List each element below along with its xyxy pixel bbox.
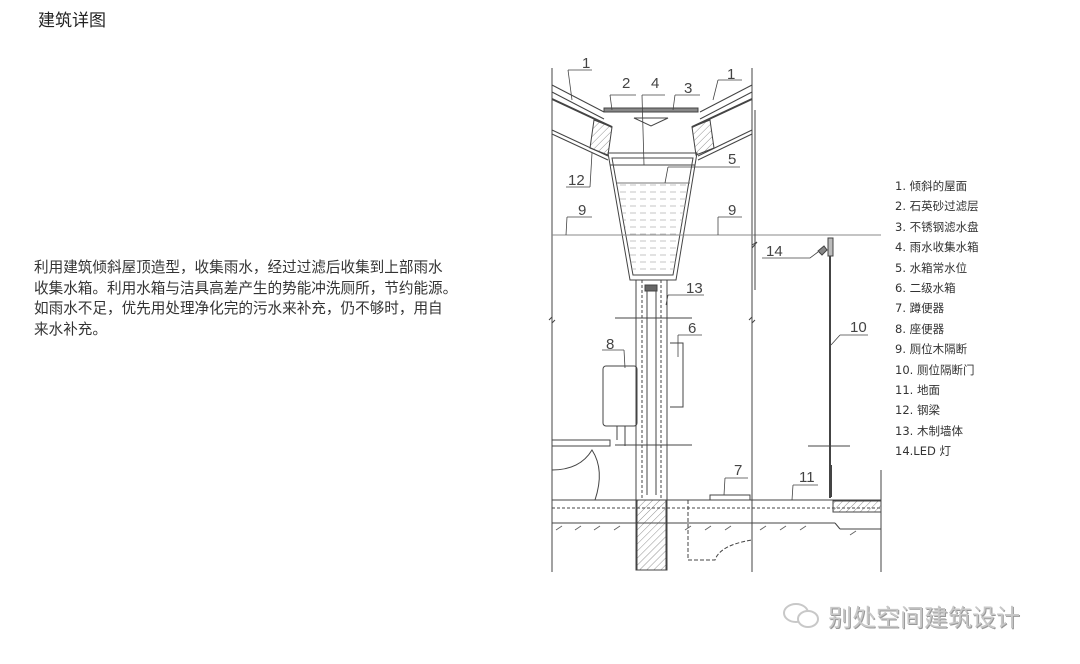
callout-4: 4 — [651, 75, 659, 92]
description-line: 收集水箱。利用水箱与洁具高差产生的势能冲洗厕所，节约能源。 — [34, 279, 458, 297]
description-line: 来水补充。 — [34, 320, 107, 338]
filter-plate — [603, 107, 699, 113]
legend-item: 10. 厕位隔断门 — [895, 362, 975, 377]
callout-6: 6 — [688, 320, 696, 337]
callout-12: 12 — [568, 172, 585, 189]
description-line: 如雨水不足，优先用处理净化完的污水来补充，仍不够时，用自 — [34, 300, 443, 317]
floor — [552, 465, 882, 561]
callout-5: 5 — [728, 151, 736, 168]
callout-1-right: 1 — [727, 66, 735, 83]
legend-item: 6. 二级水箱 — [895, 280, 956, 295]
wechat-icon — [783, 602, 819, 628]
toilet-bowl — [551, 439, 611, 501]
secondary-tank — [670, 342, 684, 408]
watermark-text: 别处空间建筑设计 — [828, 604, 1020, 632]
callout-7: 7 — [734, 462, 742, 479]
legend-item: 11. 地面 — [895, 382, 940, 397]
callout-11: 11 — [799, 469, 815, 486]
roof-left — [551, 84, 613, 161]
callout-2: 2 — [622, 75, 630, 92]
legend-item: 13. 木制墙体 — [895, 423, 963, 438]
legend-item: 1. 倾斜的屋面 — [895, 179, 968, 193]
water-level-symbol — [633, 117, 669, 127]
callout-14: 14 — [766, 243, 783, 260]
roof-right — [691, 84, 753, 161]
callout-3: 3 — [684, 80, 692, 97]
legend-item: 4. 雨水收集水箱 — [895, 240, 979, 255]
description-line: 利用建筑倾斜屋顶造型，收集雨水，经过过滤后收集到上部雨水 — [34, 259, 443, 276]
description-text: 利用建筑倾斜屋顶造型，收集雨水，经过过滤后收集到上部雨水 收集水箱。利用水箱与洁… — [34, 258, 514, 340]
legend-item: 3. 不锈钢滤水盘 — [895, 219, 979, 234]
legend-item: 9. 厕位木隔断 — [895, 342, 968, 357]
legend-item: 5. 水箱常水位 — [895, 260, 968, 275]
watermark: 别处空间建筑设计 — [782, 598, 1020, 633]
legend-item: 14.LED 灯 — [895, 444, 951, 459]
callout-8: 8 — [606, 336, 614, 353]
led-light-icon — [817, 245, 828, 256]
legend-item: 8. 座便器 — [895, 321, 945, 336]
legend-item: 7. 蹲便器 — [895, 301, 945, 316]
callout-9-right: 9 — [728, 202, 736, 219]
tank-water — [617, 183, 690, 275]
wall-column — [615, 279, 692, 571]
callout-9-left: 9 — [578, 202, 586, 219]
callout-10: 10 — [850, 319, 867, 336]
legend: 1. 倾斜的屋面 2. 石英砂过滤层 3. 不锈钢滤水盘 4. 雨水收集水箱 5… — [895, 176, 979, 461]
legend-item: 12. 钢梁 — [895, 403, 940, 418]
legend-item: 2. 石英砂过滤层 — [895, 199, 979, 214]
toilet-tank — [602, 365, 638, 427]
callout-13: 13 — [686, 280, 703, 297]
page-title: 建筑详图 — [38, 11, 106, 31]
callout-1-left: 1 — [582, 55, 590, 72]
rain-tank — [607, 152, 698, 281]
